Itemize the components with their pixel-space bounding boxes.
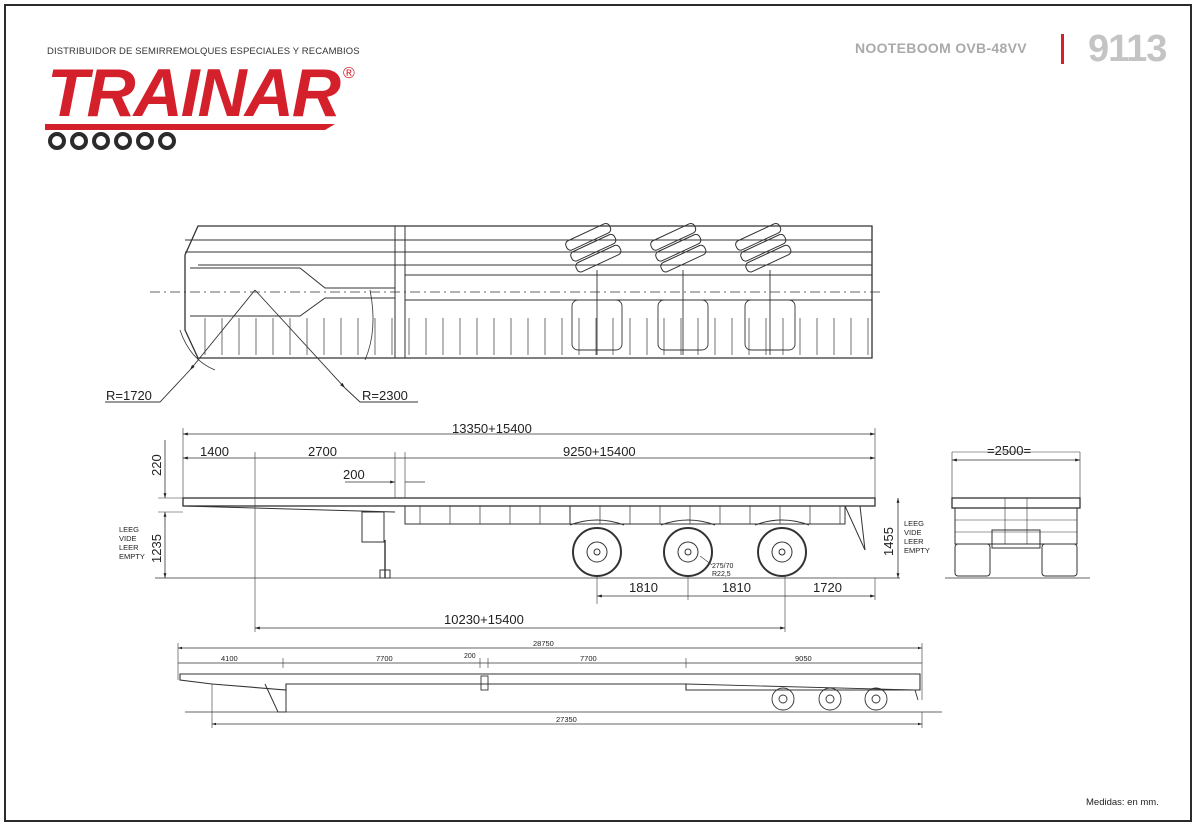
axle-spacing-2-dim: 1810 xyxy=(722,580,751,595)
radius-rear-label: R=2300 xyxy=(362,388,408,403)
side-wheels xyxy=(569,519,810,577)
tyre-size-2: R22,5 xyxy=(712,571,731,578)
brand-tagline: DISTRIBUIDOR DE SEMIRREMOLQUES ESPECIALE… xyxy=(47,46,360,57)
svg-text:EMPTY: EMPTY xyxy=(119,552,145,561)
svg-text:LEER: LEER xyxy=(119,543,139,552)
header-separator xyxy=(1061,34,1064,64)
gap-segment-dim: 200 xyxy=(343,467,365,482)
empty-label-right: LEEG VIDE LEER EMPTY xyxy=(904,519,930,555)
trainar-logo: TRAINAR ® xyxy=(45,58,355,150)
top-view-axles xyxy=(571,270,796,355)
svg-text:LEEG: LEEG xyxy=(904,519,924,528)
svg-text:LEEG: LEEG xyxy=(119,525,139,534)
extended-seg1-dim: 4100 xyxy=(221,654,238,663)
extended-total-bottom-dim: 27350 xyxy=(556,715,577,724)
logo-swoosh xyxy=(45,124,335,130)
neck-segment-dim: 2700 xyxy=(308,444,337,459)
radius-front-label: R=1720 xyxy=(106,388,152,403)
deck-height-dim: 1235 xyxy=(149,534,164,563)
top-view-crossmembers xyxy=(204,318,869,355)
extended-seg5-dim: 9050 xyxy=(795,654,812,663)
units-note: Medidas: en mm. xyxy=(1086,797,1159,808)
model-name: NOOTEBOOM OVB-48VV xyxy=(855,40,1027,56)
top-view xyxy=(105,222,880,403)
svg-text:LEER: LEER xyxy=(904,537,924,546)
svg-text:VIDE: VIDE xyxy=(904,528,922,537)
side-view xyxy=(155,428,900,632)
rear-view xyxy=(945,451,1090,579)
extended-view xyxy=(177,643,942,728)
svg-text:EMPTY: EMPTY xyxy=(904,546,930,555)
front-height-dim: 220 xyxy=(149,454,164,476)
tyre-size-1: 275/70 xyxy=(712,563,734,570)
front-segment-dim: 1400 xyxy=(200,444,229,459)
side-ribs xyxy=(419,506,841,524)
deck-segment-dim: 9250+15400 xyxy=(563,444,636,459)
svg-text:VIDE: VIDE xyxy=(119,534,137,543)
brand-wordmark: TRAINAR xyxy=(47,58,341,131)
total-length-dim: 13350+15400 xyxy=(452,421,532,436)
model-code: 9113 xyxy=(1088,28,1167,70)
page-frame xyxy=(4,4,1192,822)
rear-overhang-dim: 1720 xyxy=(813,580,842,595)
axle-spacing-1-dim: 1810 xyxy=(629,580,658,595)
registered-mark: ® xyxy=(343,65,355,82)
extended-total-top-dim: 28750 xyxy=(533,639,554,648)
spare-wheels xyxy=(565,222,792,273)
logo-wheels xyxy=(48,132,176,150)
extended-seg4-dim: 7700 xyxy=(580,654,597,663)
empty-label-left: LEEG VIDE LEER EMPTY xyxy=(119,525,145,561)
extended-seg2-dim: 7700 xyxy=(376,654,393,663)
extended-seg3-dim: 200 xyxy=(464,653,476,660)
rear-width-dim: =2500= xyxy=(987,443,1031,458)
kingpin-axle-dim: 10230+15400 xyxy=(444,612,524,627)
rear-height-dim: 1455 xyxy=(881,527,896,556)
